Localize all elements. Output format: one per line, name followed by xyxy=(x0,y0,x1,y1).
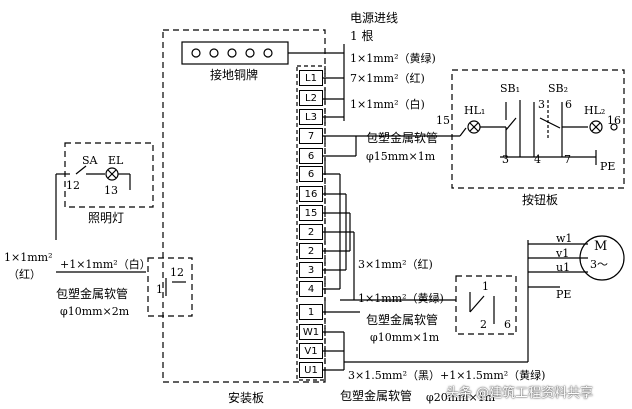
btn-terminal-3a: 3 xyxy=(538,98,545,111)
limit-terminal-2: 2 xyxy=(480,318,487,331)
btn-terminal-15: 15 xyxy=(436,114,450,127)
btn-terminal-6: 6 xyxy=(565,98,572,111)
button-panel-outline xyxy=(451,69,625,189)
mounting-board-label: 安装板 xyxy=(228,391,265,405)
motor-phase: 3～ xyxy=(590,258,608,271)
conduit-top-size: φ15mm×1m xyxy=(366,150,436,163)
motor-symbol: M xyxy=(594,239,608,254)
terminal-3[interactable]: 3 xyxy=(299,262,323,278)
terminal-4[interactable]: 4 xyxy=(299,281,323,297)
mounting-board-outline xyxy=(162,29,326,383)
motor-w1: w1 xyxy=(556,232,573,245)
limit-terminal-6: 6 xyxy=(504,318,511,331)
hl2-lamp xyxy=(589,120,603,134)
watermark: 头条 @建筑工程资料共享 xyxy=(446,386,594,401)
bottom-conduit-label: 包塑金属软管 xyxy=(340,389,413,403)
terminal-l1[interactable]: L1 xyxy=(299,70,323,86)
terminal-u1[interactable]: U1 xyxy=(299,362,323,378)
btn-pe-label: PE xyxy=(600,160,616,173)
sa-label: SA xyxy=(82,154,98,167)
middle-conduit-size: φ10mm×1m xyxy=(370,331,440,344)
power-wire-ground: 1×1mm²（黄绿) xyxy=(350,52,436,65)
terminal-2b[interactable]: 2 xyxy=(299,243,323,259)
terminal-w1[interactable]: W1 xyxy=(299,324,323,340)
terminal-6a[interactable]: 6 xyxy=(299,148,323,164)
terminal-l3[interactable]: L3 xyxy=(299,109,323,125)
left-conduit-label: 包塑金属软管 xyxy=(56,287,129,301)
small-box-outline xyxy=(147,257,193,317)
middle-wire-ground: 1×1mm²（黄绿) xyxy=(358,292,444,305)
power-inlet-title: 电源进线 xyxy=(350,11,399,25)
terminal-6b[interactable]: 6 xyxy=(299,166,323,182)
middle-wire-red: 3×1mm²（红) xyxy=(358,258,433,271)
btn-terminal-3b: 3 xyxy=(502,153,509,166)
motor-pe: PE xyxy=(556,288,572,301)
terminal-v1[interactable]: V1 xyxy=(299,343,323,359)
button-panel-label: 按钮板 xyxy=(522,193,559,207)
left-wire-white: +1×1mm²（白） xyxy=(60,258,151,271)
limit-box-outline xyxy=(455,275,517,335)
conduit-top-label: 包塑金属软管 xyxy=(366,131,439,145)
terminal-7[interactable]: 7 xyxy=(299,128,323,144)
btn-terminal-16: 16 xyxy=(607,114,621,127)
terminal-2a[interactable]: 2 xyxy=(299,224,323,240)
left-conduit-size: φ10mm×2m xyxy=(60,305,130,318)
motor-circle xyxy=(579,235,625,281)
el-label: EL xyxy=(108,154,124,167)
btn-terminal-4: 4 xyxy=(534,153,541,166)
lighting-label: 照明灯 xyxy=(88,211,125,225)
terminal-l2[interactable]: L2 xyxy=(299,90,323,106)
motor-v1: v1 xyxy=(556,247,570,260)
hl2-label: HL₂ xyxy=(584,104,606,117)
terminal-16[interactable]: 16 xyxy=(299,186,323,202)
small-box-terminal-1: 1 xyxy=(156,283,163,296)
power-wire-white: 1×1mm²（白) xyxy=(350,98,425,111)
middle-conduit-label: 包塑金属软管 xyxy=(366,313,439,327)
bottom-conduit-size: φ20mm×1m xyxy=(426,391,496,404)
left-wire-red-color: （红） xyxy=(8,268,41,281)
bottom-wire-spec: 3×1.5mm²（黑）+1×1.5mm²（黄绿) xyxy=(348,369,546,382)
light-terminal-13: 13 xyxy=(104,184,118,197)
lighting-box-outline xyxy=(64,142,154,208)
terminal-1[interactable]: 1 xyxy=(299,304,323,320)
limit-terminal-1: 1 xyxy=(482,280,489,293)
terminal-15[interactable]: 15 xyxy=(299,205,323,221)
small-box-terminal-12: 12 xyxy=(170,266,184,279)
terminal-strip-outline xyxy=(296,65,326,381)
power-inlet-count: 1 根 xyxy=(350,29,374,43)
sb2-label[interactable]: SB₂ xyxy=(548,82,569,95)
hl1-label: HL₁ xyxy=(464,104,486,117)
power-wire-red: 7×1mm²（红) xyxy=(350,72,425,85)
sb1-label[interactable]: SB₁ xyxy=(500,82,521,95)
motor-u1: u1 xyxy=(556,261,571,274)
ground-bar-screws xyxy=(191,48,273,58)
light-terminal-12: 12 xyxy=(66,179,80,192)
btn-terminal-7: 7 xyxy=(564,153,571,166)
left-wire-red-size: 1×1mm² xyxy=(4,251,53,264)
ground-bar-label: 接地铜牌 xyxy=(210,68,259,82)
